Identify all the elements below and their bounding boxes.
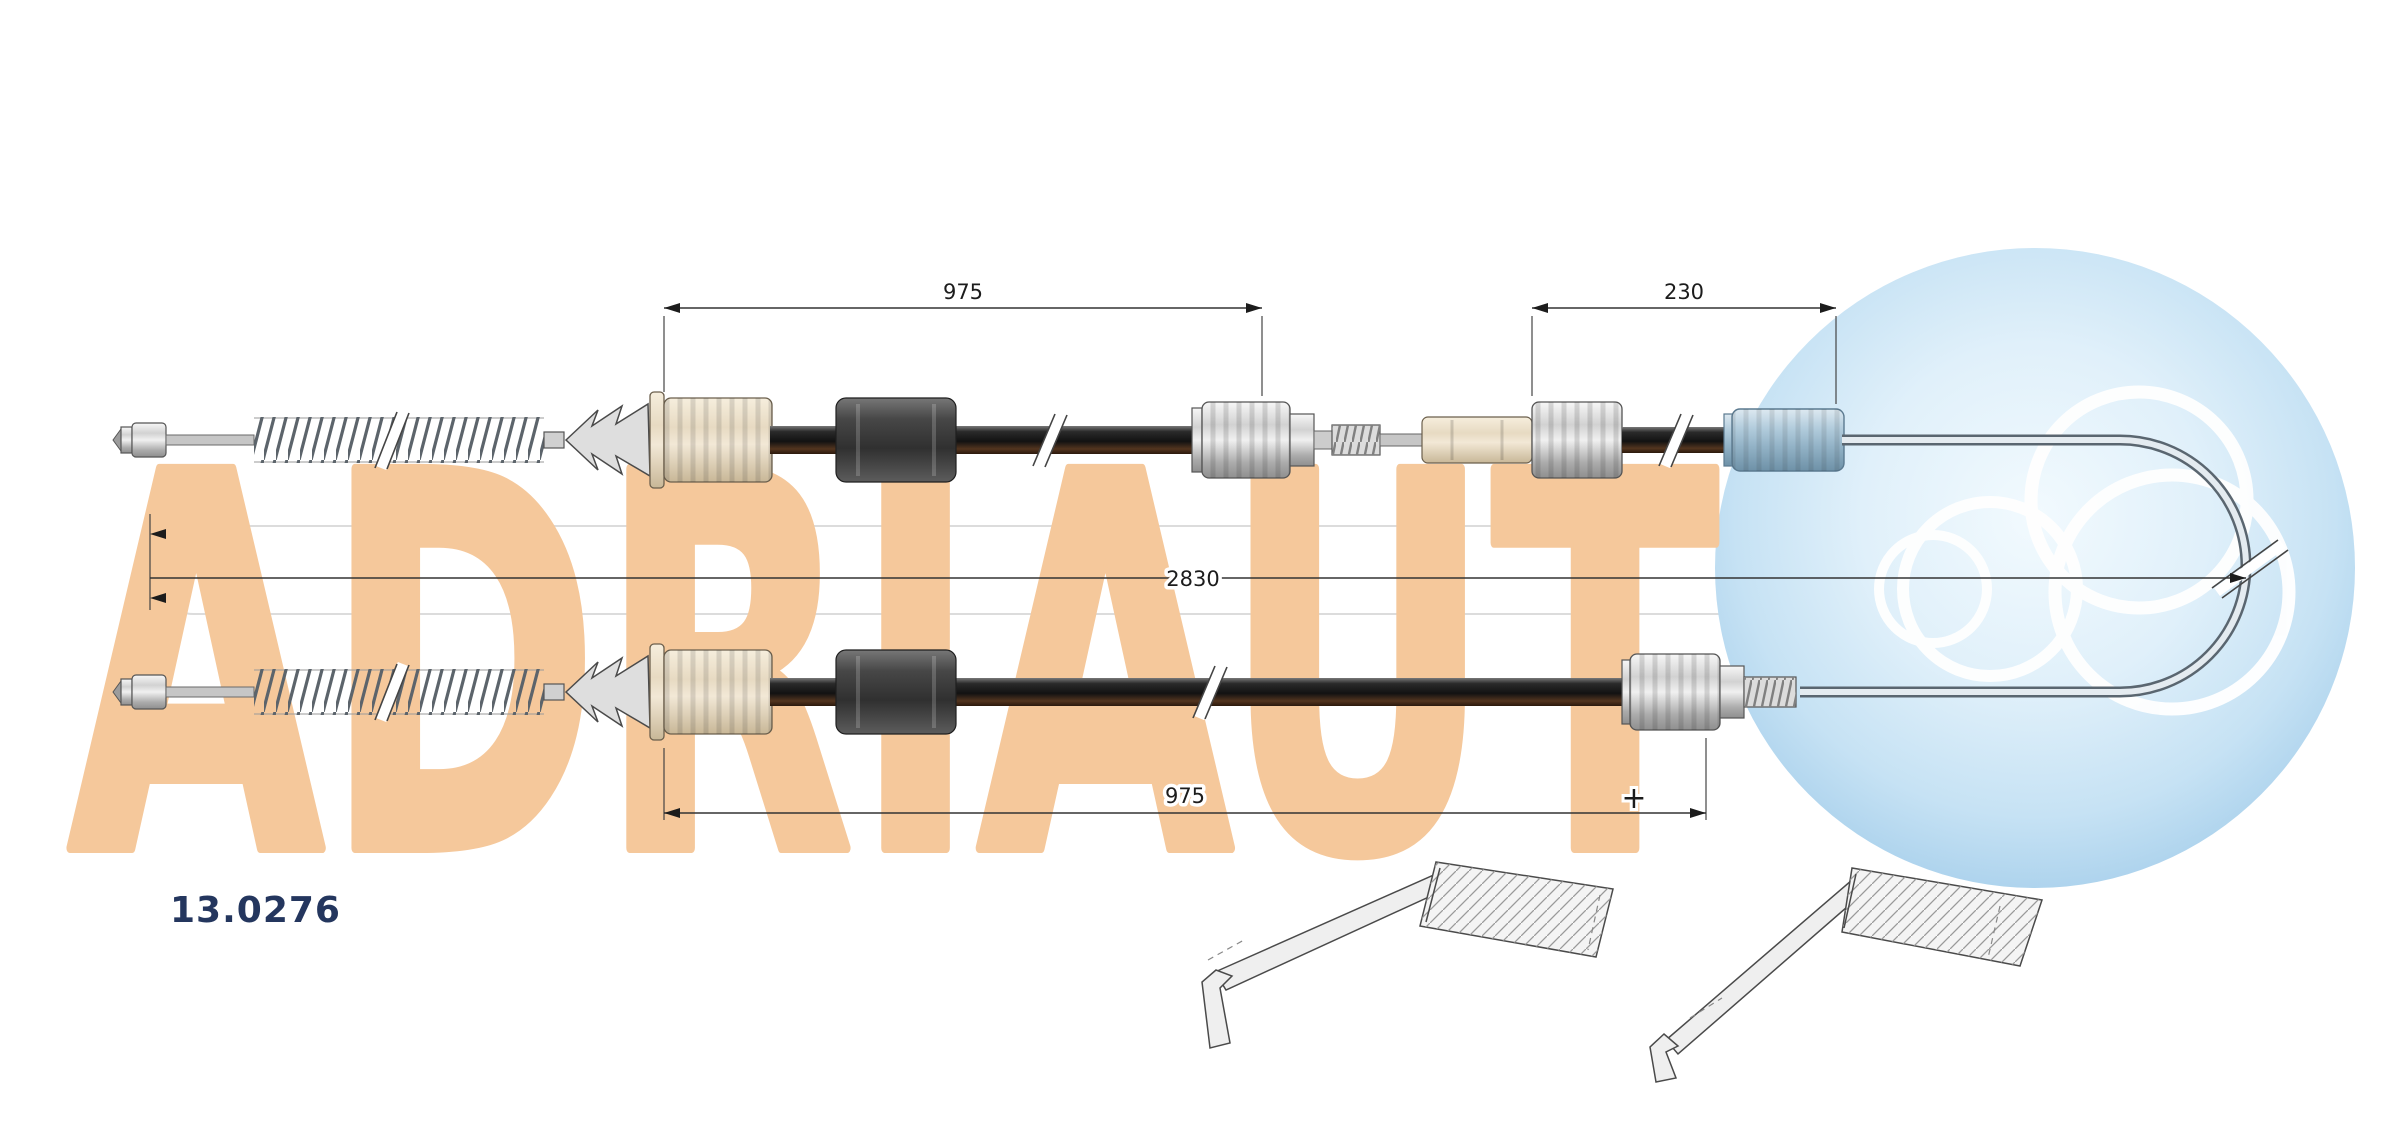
dimension-top-left: 975: [663, 277, 1263, 396]
top-cable-outer-sheath: [770, 426, 1200, 454]
logo-background-circle: [1715, 248, 2355, 888]
fixing-clip-left: [1201, 861, 1614, 1049]
cable-return-loop: [1800, 434, 2289, 698]
dimension-label-bottom: 975: [1165, 784, 1205, 808]
dimension-label-top-left: 975: [943, 280, 983, 304]
dimension-top-right: 230: [1531, 277, 1837, 404]
dimension-bottom: 975 +: [663, 738, 1707, 820]
logo-rings-icon: [1874, 385, 2296, 716]
dimension-label-total: 2830: [1166, 567, 1219, 591]
dimension-total-length: 2830: [149, 514, 2246, 610]
cable-assembly-top: [113, 392, 1845, 488]
plus-mark: +: [1621, 781, 1646, 816]
fixing-clip-right: [1649, 867, 2043, 1083]
brand-logo: [1715, 248, 2355, 888]
dimension-label-top-right: 230: [1664, 280, 1704, 304]
cable-assembly-bottom: [113, 644, 1797, 740]
part-number: 13.0276: [170, 890, 341, 931]
